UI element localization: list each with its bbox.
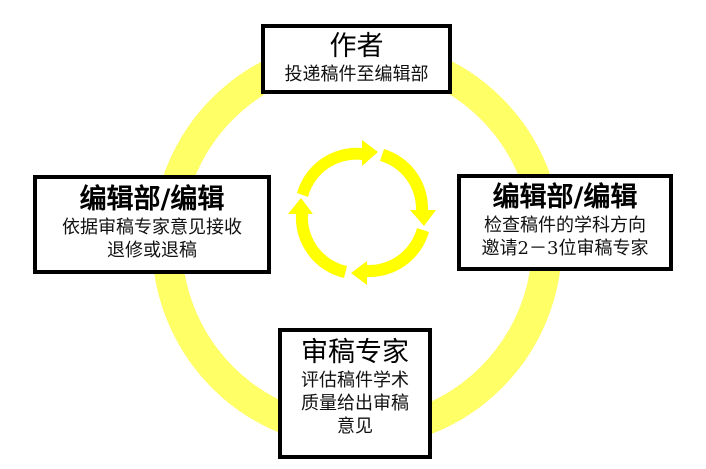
node-reviewer-title: 审稿专家 [301, 337, 409, 368]
node-author-line-1: 投递稿件至编辑部 [284, 64, 429, 85]
node-editor-check-line-2: 邀请2－3位审稿专家 [481, 238, 649, 259]
node-editor-check-line-1: 检查稿件的学科方向 [484, 215, 646, 236]
node-editor-decision-line-1: 依据审稿专家意见接收 [62, 217, 242, 238]
node-reviewer: 审稿专家 评估稿件学术 质量给出审稿 意见 [278, 328, 432, 459]
node-editor-decision-title: 编辑部/编辑 [79, 184, 225, 215]
node-reviewer-line-3: 意见 [337, 416, 373, 437]
node-editor-check-title: 编辑部/编辑 [492, 182, 638, 213]
node-reviewer-line-2: 质量给出审稿 [301, 393, 409, 414]
node-author: 作者 投递稿件至编辑部 [261, 24, 452, 94]
node-editor-decision-line-2: 退修或退稿 [107, 240, 197, 261]
node-editor-check: 编辑部/编辑 检查稿件的学科方向 邀请2－3位审稿专家 [457, 174, 673, 271]
cycle-arrows-icon [288, 140, 436, 285]
node-editor-decision: 编辑部/编辑 依据审稿专家意见接收 退修或退稿 [33, 175, 271, 274]
node-reviewer-line-1: 评估稿件学术 [301, 370, 409, 391]
node-author-title: 作者 [329, 31, 384, 62]
